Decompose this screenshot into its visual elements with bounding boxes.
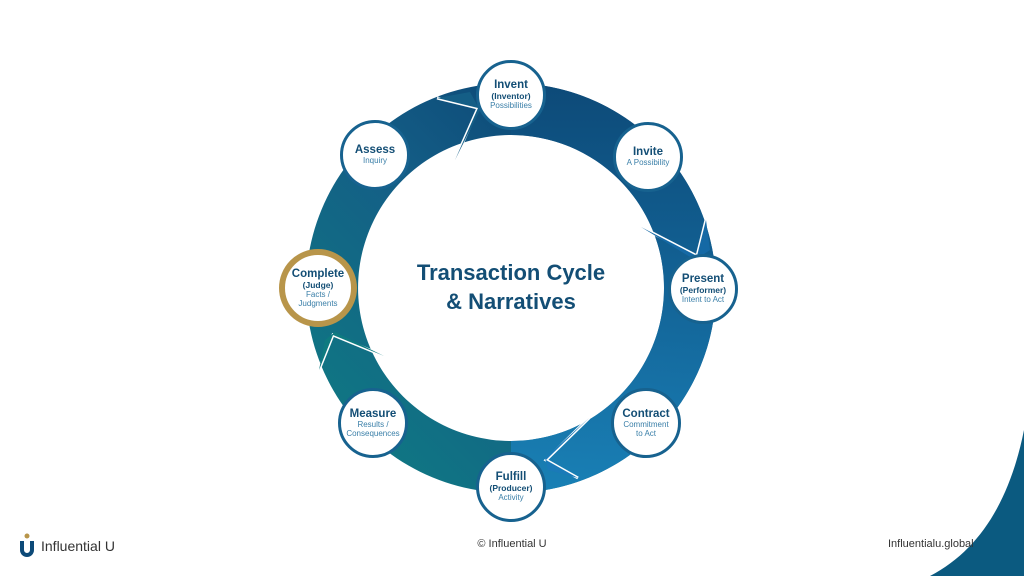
node-title: Present xyxy=(681,273,725,286)
node-present: Present (Performer) Intent to Act xyxy=(668,254,738,324)
title-line-2: & Narratives xyxy=(446,289,576,314)
node-title: Complete xyxy=(291,267,345,280)
logo-u-icon xyxy=(20,533,34,557)
arrow-tips xyxy=(319,92,710,478)
node-subtitle: Intent to Act xyxy=(681,295,725,305)
node-subtitle: Possibilities xyxy=(490,101,532,111)
corner-decoration xyxy=(930,430,1024,576)
node-invent: Invent (Inventor) Possibilities xyxy=(476,60,546,130)
logo-text: Influential U xyxy=(41,538,115,554)
node-subtitle: Inquiry xyxy=(362,156,387,166)
node-role: (Judge) xyxy=(302,279,334,290)
node-role: (Producer) xyxy=(489,483,533,494)
node-subtitle: A Possibility xyxy=(626,158,670,168)
diagram-title: Transaction Cycle & Narratives xyxy=(381,258,641,316)
title-line-1: Transaction Cycle xyxy=(416,260,606,285)
website-link[interactable]: Influentialu.global xyxy=(888,538,974,550)
node-subtitle: Results / Consequences xyxy=(346,419,400,439)
node-title: Invite xyxy=(632,146,664,159)
node-title: Measure xyxy=(349,407,397,420)
node-title: Fulfill xyxy=(495,471,527,484)
node-title: Invent xyxy=(494,79,528,92)
node-subtitle: Commitment to Act xyxy=(623,419,669,439)
node-subtitle: Activity xyxy=(498,493,524,503)
node-invite: Invite A Possibility xyxy=(613,122,683,192)
node-contract: Contract Commitment to Act xyxy=(611,388,681,458)
node-measure: Measure Results / Consequences xyxy=(338,388,408,458)
node-fulfill: Fulfill (Producer) Activity xyxy=(476,452,546,522)
brand-logo: Influential U xyxy=(18,533,115,559)
node-assess: Assess Inquiry xyxy=(340,120,410,190)
node-complete: Complete (Judge) Facts / Judgments xyxy=(279,249,357,327)
node-title: Contract xyxy=(622,407,670,420)
node-title: Assess xyxy=(354,144,396,157)
node-subtitle: Facts / Judgments xyxy=(298,289,338,309)
node-role: (Performer) xyxy=(679,285,727,296)
node-role: (Inventor) xyxy=(491,91,531,102)
copyright-text: © Influential U xyxy=(477,538,547,550)
